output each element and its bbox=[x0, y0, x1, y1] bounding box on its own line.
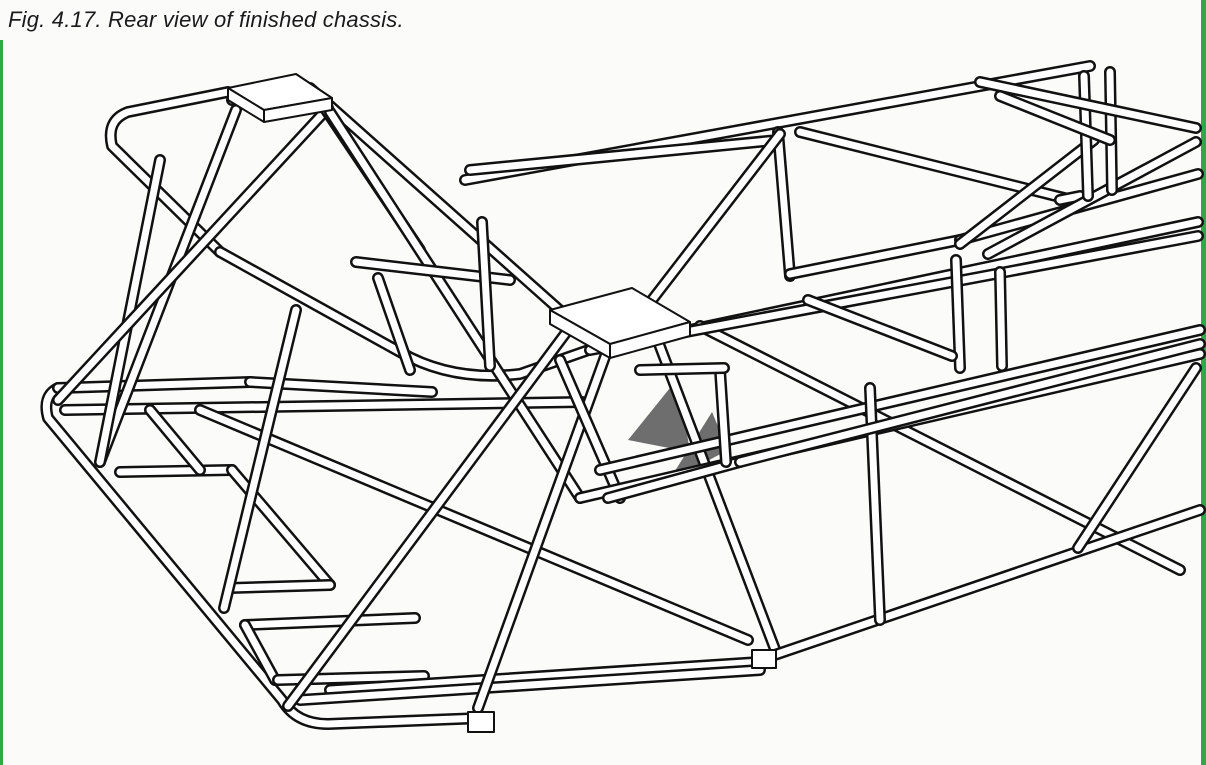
rear-diagonal-to-corner bbox=[52, 102, 334, 406]
cockpit-diagonal-1 bbox=[646, 128, 786, 306]
cockpit-post-3 bbox=[994, 266, 1008, 372]
lower-rail-end-cap bbox=[751, 649, 777, 669]
front-top-cross bbox=[974, 76, 1202, 134]
rear-floor-main-cross-lower bbox=[294, 664, 766, 706]
cockpit-post-2 bbox=[950, 254, 966, 374]
scan-edge-right bbox=[1201, 0, 1206, 765]
rear-strut-inner bbox=[554, 354, 626, 504]
rear-lower-outer-rail bbox=[40, 382, 488, 730]
rear-floor-join bbox=[602, 456, 746, 504]
rear-floor-cross-2 bbox=[224, 579, 336, 594]
floor-rail-lower bbox=[734, 338, 1206, 468]
rear-stay-link bbox=[372, 272, 416, 376]
shock-mount-plate-right-front bbox=[609, 321, 691, 359]
rear-strut-front-3 bbox=[650, 330, 782, 658]
right-diagonal-main bbox=[694, 320, 1186, 576]
rear-floor-link-1 bbox=[144, 404, 206, 476]
frame-tubes bbox=[40, 60, 1206, 730]
side-diagonal-right bbox=[1072, 362, 1202, 554]
scan-edge-left bbox=[0, 40, 3, 765]
rear-floor-main-cross bbox=[324, 656, 766, 696]
rear-floor-link-2 bbox=[239, 619, 281, 686]
figure-title: Rear view of finished chassis. bbox=[108, 7, 404, 32]
rear-floor-cross-3 bbox=[239, 612, 421, 631]
floor-rail-upper bbox=[584, 230, 1204, 356]
rear-upright-left-brace bbox=[94, 154, 166, 468]
rear-vertical-post bbox=[476, 216, 496, 372]
cockpit-post-1 bbox=[772, 126, 796, 282]
shock-mount-plate-left-front bbox=[263, 97, 333, 123]
front-top-diagonal bbox=[994, 90, 1116, 146]
cockpit-joint bbox=[1054, 190, 1086, 206]
lower-side-rail bbox=[754, 504, 1206, 666]
rear-lower-top-rail bbox=[52, 376, 256, 394]
roll-hoop-left bbox=[104, 86, 234, 258]
mounting-plates bbox=[227, 73, 777, 733]
rear-short-post bbox=[714, 364, 732, 468]
rear-upright-left-2 bbox=[218, 304, 302, 614]
front-post-2 bbox=[1104, 66, 1118, 196]
rear-strut-front-1 bbox=[282, 324, 574, 712]
rear-short-cross bbox=[634, 362, 730, 376]
cockpit-mid-cross bbox=[784, 234, 966, 280]
cockpit-diagonal-2 bbox=[954, 134, 1100, 250]
rear-stay-long bbox=[324, 106, 586, 504]
floor-rail-mid bbox=[594, 324, 1206, 476]
figure-number: Fig. 4.17. bbox=[8, 7, 102, 32]
rear-floor-cross-1 bbox=[114, 464, 238, 478]
cockpit-floor-link-1 bbox=[802, 294, 958, 362]
rear-rail-end-cap bbox=[467, 711, 495, 733]
upper-side-rail-inner bbox=[464, 134, 784, 176]
roll-hoop-right-bar bbox=[226, 82, 606, 352]
rear-floor-long-diagonal bbox=[194, 404, 754, 646]
figure-caption: Fig. 4.17. Rear view of finished chassis… bbox=[8, 7, 404, 33]
